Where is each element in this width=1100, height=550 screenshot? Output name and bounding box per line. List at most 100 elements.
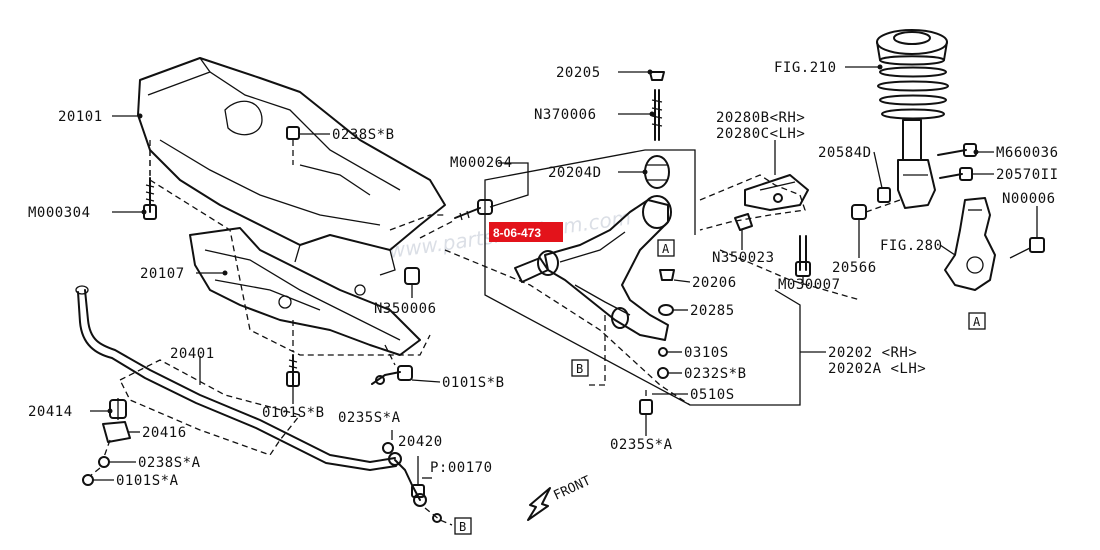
front-arrow-text: FRONT: [551, 473, 593, 503]
bolt-0235sa-left: [382, 442, 394, 454]
stabilizer-bar-20401: [75, 285, 397, 471]
label-m000264: M000264: [450, 155, 513, 171]
label-fig210: FIG.210: [774, 60, 837, 76]
label-20420: 20420: [398, 434, 443, 450]
svg-text:B: B: [576, 362, 583, 376]
label-20202: 20202 <RH>: [828, 345, 917, 361]
label-0101sa: 0101S*A: [116, 473, 179, 489]
label-0235sa-bottom: 0235S*A: [610, 437, 673, 453]
label-n350023: N350023: [712, 250, 775, 266]
label-20205: 20205: [556, 65, 601, 81]
dashed-link-clamp: [89, 439, 111, 477]
ref-box-a-upper: A: [657, 239, 675, 257]
crossmember-20101: [137, 57, 446, 276]
ball-joint-20206: [659, 269, 675, 281]
dashed-line-arm-knuckle: [719, 249, 861, 301]
bolt-20570: [939, 167, 973, 181]
svg-text:A: A: [973, 315, 981, 329]
bushing-20204d: [644, 155, 670, 189]
leader-dots: [107, 64, 979, 414]
leader-lines: [90, 66, 1038, 486]
label-20285: 20285: [690, 303, 735, 319]
bolt-n370006: [651, 89, 663, 141]
nut-n350023: [734, 213, 753, 231]
highlight-tag-text: 8-06-473: [493, 226, 541, 240]
label-0310s: 0310S: [684, 345, 729, 361]
bracket-20280: [744, 174, 809, 211]
label-20566: 20566: [832, 260, 877, 276]
label-p00170: P:00170: [430, 460, 493, 476]
dashed-line-subframe-arm: [444, 249, 691, 406]
bolt-0101sb-right: [371, 365, 413, 385]
bolt-0235sa-bottom: [639, 399, 653, 415]
label-0101sb-mid: 0101S*B: [262, 405, 325, 421]
bracket-20202-top: [484, 149, 696, 255]
nut-20420: [432, 513, 442, 523]
label-m030007: M030007: [778, 277, 841, 293]
bolt-0232sb: [657, 367, 669, 379]
bolt-m660036: [937, 143, 977, 157]
washer-0310s: [658, 347, 668, 357]
bolt-m030007: [795, 235, 811, 277]
bolt-0101sb-mid: [286, 354, 300, 387]
svg-text:A: A: [662, 242, 670, 256]
label-20206: 20206: [692, 275, 737, 291]
label-0232sb: 0232S*B: [684, 366, 747, 382]
front-direction-arrow: FRONT: [527, 473, 593, 521]
dashed-0101sb-right: [384, 344, 396, 366]
bracket-20202: [484, 255, 801, 406]
label-n350006: N350006: [374, 301, 437, 317]
part-labels: 20101 0238S*B M000304 M000264 20107 N350…: [28, 60, 1059, 489]
steering-knuckle: [944, 197, 996, 291]
label-20202a: 20202A <LH>: [828, 361, 926, 377]
lower-arm-20202: [537, 195, 672, 341]
front-bushing: [514, 257, 549, 283]
stabilizer-link-20420: [388, 452, 427, 507]
bolt-m000264: [454, 199, 493, 221]
label-20401: 20401: [170, 346, 215, 362]
svg-text:B: B: [459, 520, 466, 534]
label-20204d: 20204D: [548, 165, 602, 181]
nut-20205: [649, 71, 665, 81]
strut-assembly: [876, 29, 949, 209]
bolt-0238sb-top: [286, 126, 300, 140]
boot-20285: [658, 304, 674, 316]
bolt-n00006: [1009, 237, 1045, 259]
dashed-outline-rear: [389, 214, 445, 231]
bolt-0101sa: [82, 474, 94, 486]
support-plate-20107: [189, 227, 421, 356]
label-0235sa-left: 0235S*A: [338, 410, 401, 426]
label-fig280: FIG.280: [880, 238, 943, 254]
nut-20566: [851, 204, 867, 220]
ref-box-a-knuckle: A: [968, 312, 986, 330]
label-m000304: M000304: [28, 205, 91, 221]
label-20107: 20107: [140, 266, 185, 282]
label-20416: 20416: [142, 425, 187, 441]
nut-20584d: [877, 187, 891, 203]
label-0238sa: 0238S*A: [138, 455, 201, 471]
ref-box-b-link: B: [454, 517, 472, 535]
dashed-outline-arm-b: [585, 315, 606, 386]
stabilizer-bushing-20414: [109, 398, 127, 420]
label-n370006: N370006: [534, 107, 597, 123]
label-20414: 20414: [28, 404, 73, 420]
stabilizer-clamp-20416: [102, 421, 131, 443]
bolt-0238sa: [98, 456, 110, 468]
label-20570: 20570II: [996, 167, 1059, 183]
dashed-20566: [865, 199, 901, 213]
label-20280c: 20280C<LH>: [716, 126, 805, 142]
label-0101sb-right: 0101S*B: [442, 375, 505, 391]
ref-box-b-arm: B: [571, 359, 589, 377]
label-n00006: N00006: [1002, 191, 1056, 207]
label-0510s: 0510S: [690, 387, 735, 403]
label-0238sb-top: 0238S*B: [332, 127, 395, 143]
label-20280b: 20280B<RH>: [716, 110, 805, 126]
label-20584d: 20584D: [818, 145, 872, 161]
label-20101: 20101: [58, 109, 103, 125]
bushing-n350006: [404, 267, 420, 285]
dashed-outline-stabilizer: [119, 359, 302, 456]
dashed-m000264: [419, 219, 456, 239]
label-m660036: M660036: [996, 145, 1059, 161]
highlight-tag[interactable]: 8-06-473: [489, 222, 563, 242]
